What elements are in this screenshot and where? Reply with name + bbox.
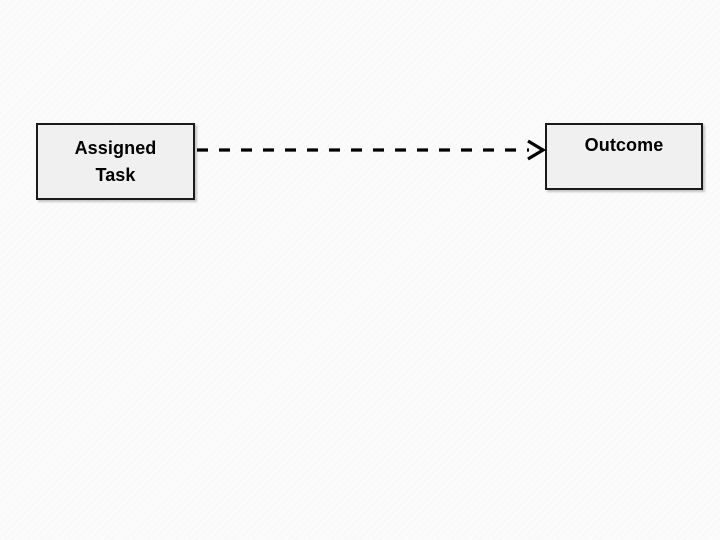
node-outcome[interactable]: Outcome bbox=[545, 123, 703, 190]
connector-assigned-task-to-outcome[interactable] bbox=[197, 139, 547, 161]
node-outcome-label: Outcome bbox=[584, 135, 664, 156]
node-assigned-task-label: Assigned Task bbox=[74, 138, 157, 185]
node-assigned-task[interactable]: Assigned Task bbox=[36, 123, 195, 200]
arrowhead-icon bbox=[527, 139, 547, 161]
